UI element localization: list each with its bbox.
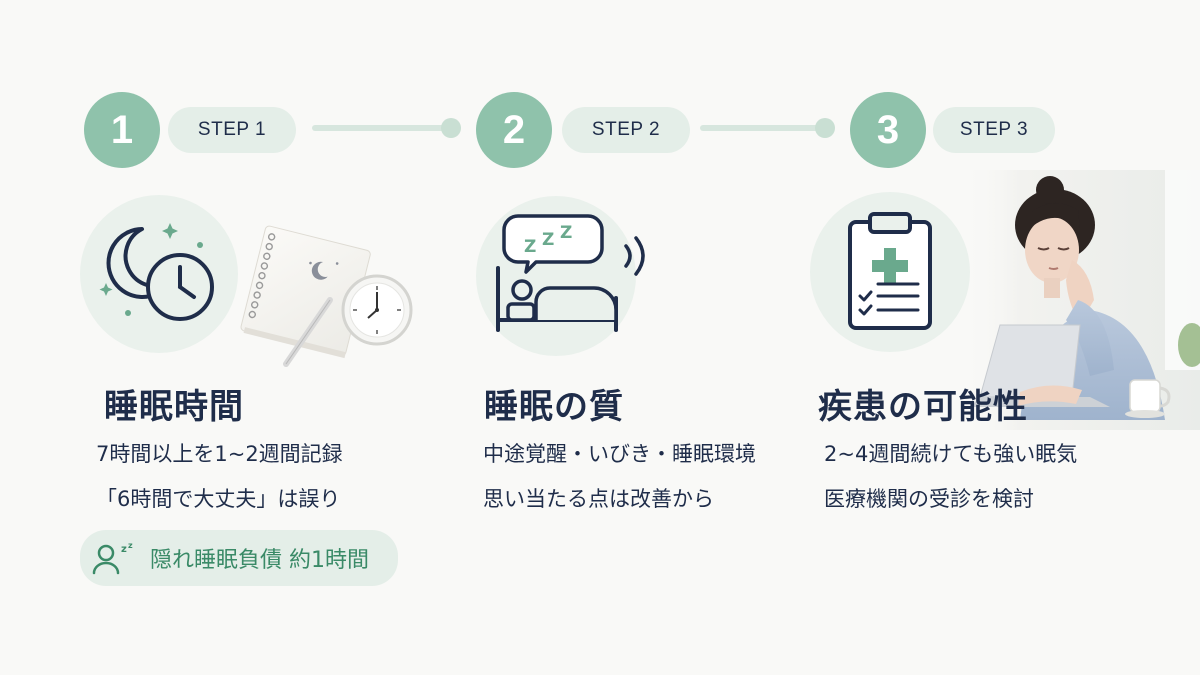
step-3-icon-circle [810, 192, 970, 352]
step-3-label: STEP 3 [933, 107, 1055, 153]
step-2-connector [700, 125, 820, 131]
sleeping-bed-icon: Z Z Z [496, 214, 645, 332]
step-1-label: STEP 1 [168, 107, 296, 153]
medical-clipboard-icon [848, 212, 932, 330]
badge-text: 隠れ睡眠負債 約1時間 [150, 548, 369, 573]
step-2-icon-circle: Z Z Z [476, 196, 645, 356]
step-1-icon-circle [80, 195, 238, 353]
step-1-line-1: 7時間以上を1~2週間記録 [96, 442, 343, 466]
step-3-number: 3 [850, 92, 926, 168]
step-1-title: 睡眠時間 [104, 387, 244, 427]
step-2-line-2: 思い当たる点は改善から [483, 487, 714, 511]
tired-woman-photo [960, 170, 1200, 430]
step-2-number: 2 [476, 92, 552, 168]
svg-text:Z: Z [560, 223, 572, 243]
step-3-line-1: 2~4週間続けても強い眠気 [824, 442, 1078, 466]
step-3-title: 疾患の可能性 [818, 387, 1028, 427]
step-1-line-2: 「6時間で大丈夫」は誤り [96, 487, 341, 511]
moon-clock-icon [99, 223, 214, 321]
step-1-connector [312, 125, 447, 131]
svg-text:Z: Z [524, 237, 536, 257]
notebook-clock-photo [240, 225, 413, 367]
svg-text:z: z [128, 541, 133, 550]
svg-text:z: z [121, 544, 127, 555]
step-3-line-2: 医療機関の受診を検討 [824, 487, 1034, 511]
step-2-line-1: 中途覚醒・いびき・睡眠環境 [483, 442, 756, 466]
step-2-title: 睡眠の質 [484, 387, 624, 427]
sleeping-person-icon: z z [92, 541, 133, 575]
step-1-number: 1 [84, 92, 160, 168]
step-2-connector-dot [815, 118, 835, 138]
step-2-label: STEP 2 [562, 107, 690, 153]
hidden-sleep-debt-badge: z z 隠れ睡眠負債 約1時間 [80, 530, 398, 586]
svg-text:Z: Z [542, 230, 554, 250]
step-1-connector-dot [441, 118, 461, 138]
